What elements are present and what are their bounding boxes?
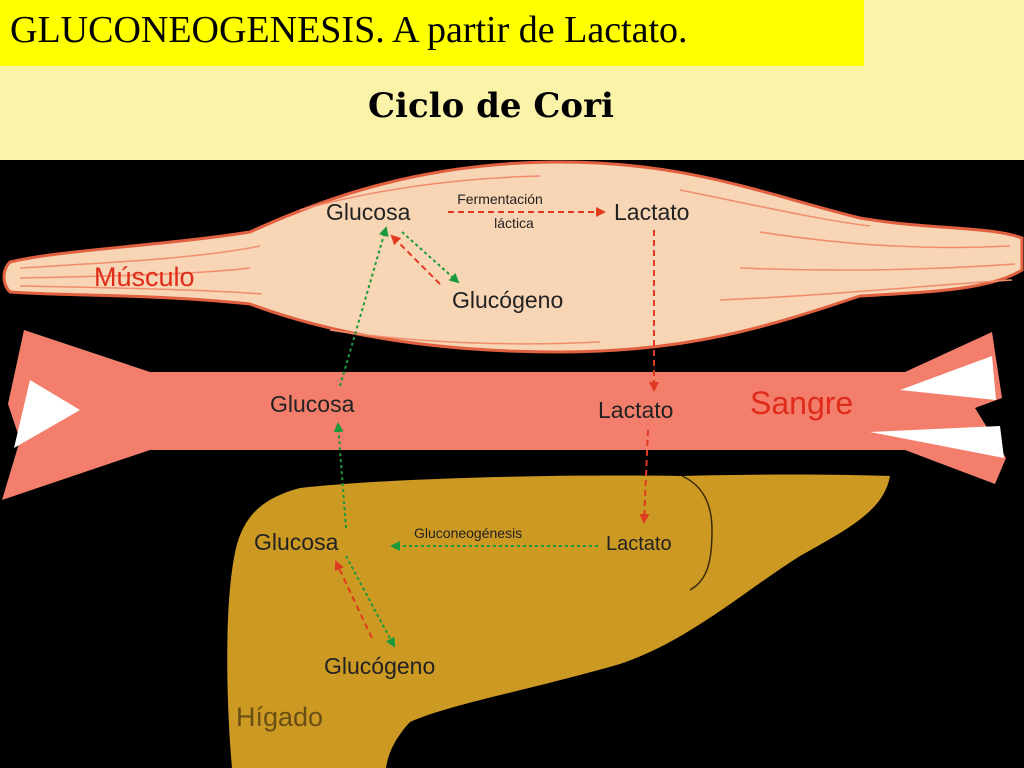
muscle-glycogen-label: Glucógeno [452,287,563,313]
vessel-right-opening-bottom [870,426,1004,458]
title-box: GLUCONEOGENESIS. A partir de Lactato. [0,0,864,66]
muscle-process-label-line1: Fermentación [457,191,543,207]
arrow-muscle-glycogenolysis [390,234,441,285]
arrow-lactate-blood-to-liver [639,429,650,524]
muscle-fibers [19,175,1016,345]
liver-lactate-label: Lactato [606,533,672,555]
liver-glycogen-label: Glucógeno [324,653,435,679]
muscle-organ-label: Músculo [94,262,195,292]
arrow-liver-glycogenolysis [334,560,373,639]
blood-glucose-label: Glucosa [270,391,355,417]
arrow-muscle-glycogenesis [401,231,460,284]
slide-title: GLUCONEOGENESIS. A partir de Lactato. [10,9,688,51]
liver-process-label: Gluconeogénesis [414,525,522,541]
liver-lobe-line [681,475,713,591]
vessel-left-opening [14,380,80,448]
slide-subtitle: Ciclo de Cori [368,86,614,126]
blood-lactate-label: Lactato [598,397,673,423]
liver-glucose-label: Glucosa [254,529,339,555]
muscle-glucose-label: Glucosa [326,199,411,225]
muscle-shape [2,160,1024,354]
vessel-right-opening-top [900,356,996,400]
muscle-lactate-label: Lactato [614,199,689,225]
arrow-glucose-liver-to-blood [333,422,347,529]
liver-organ-label: Hígado [236,702,323,732]
blood-vessel-shape [2,330,1006,500]
liver-shape [227,474,890,768]
blood-organ-label: Sangre [750,385,853,421]
muscle-process-label-line2: láctica [494,215,534,231]
arrow-liver-glycogenesis [345,555,395,648]
